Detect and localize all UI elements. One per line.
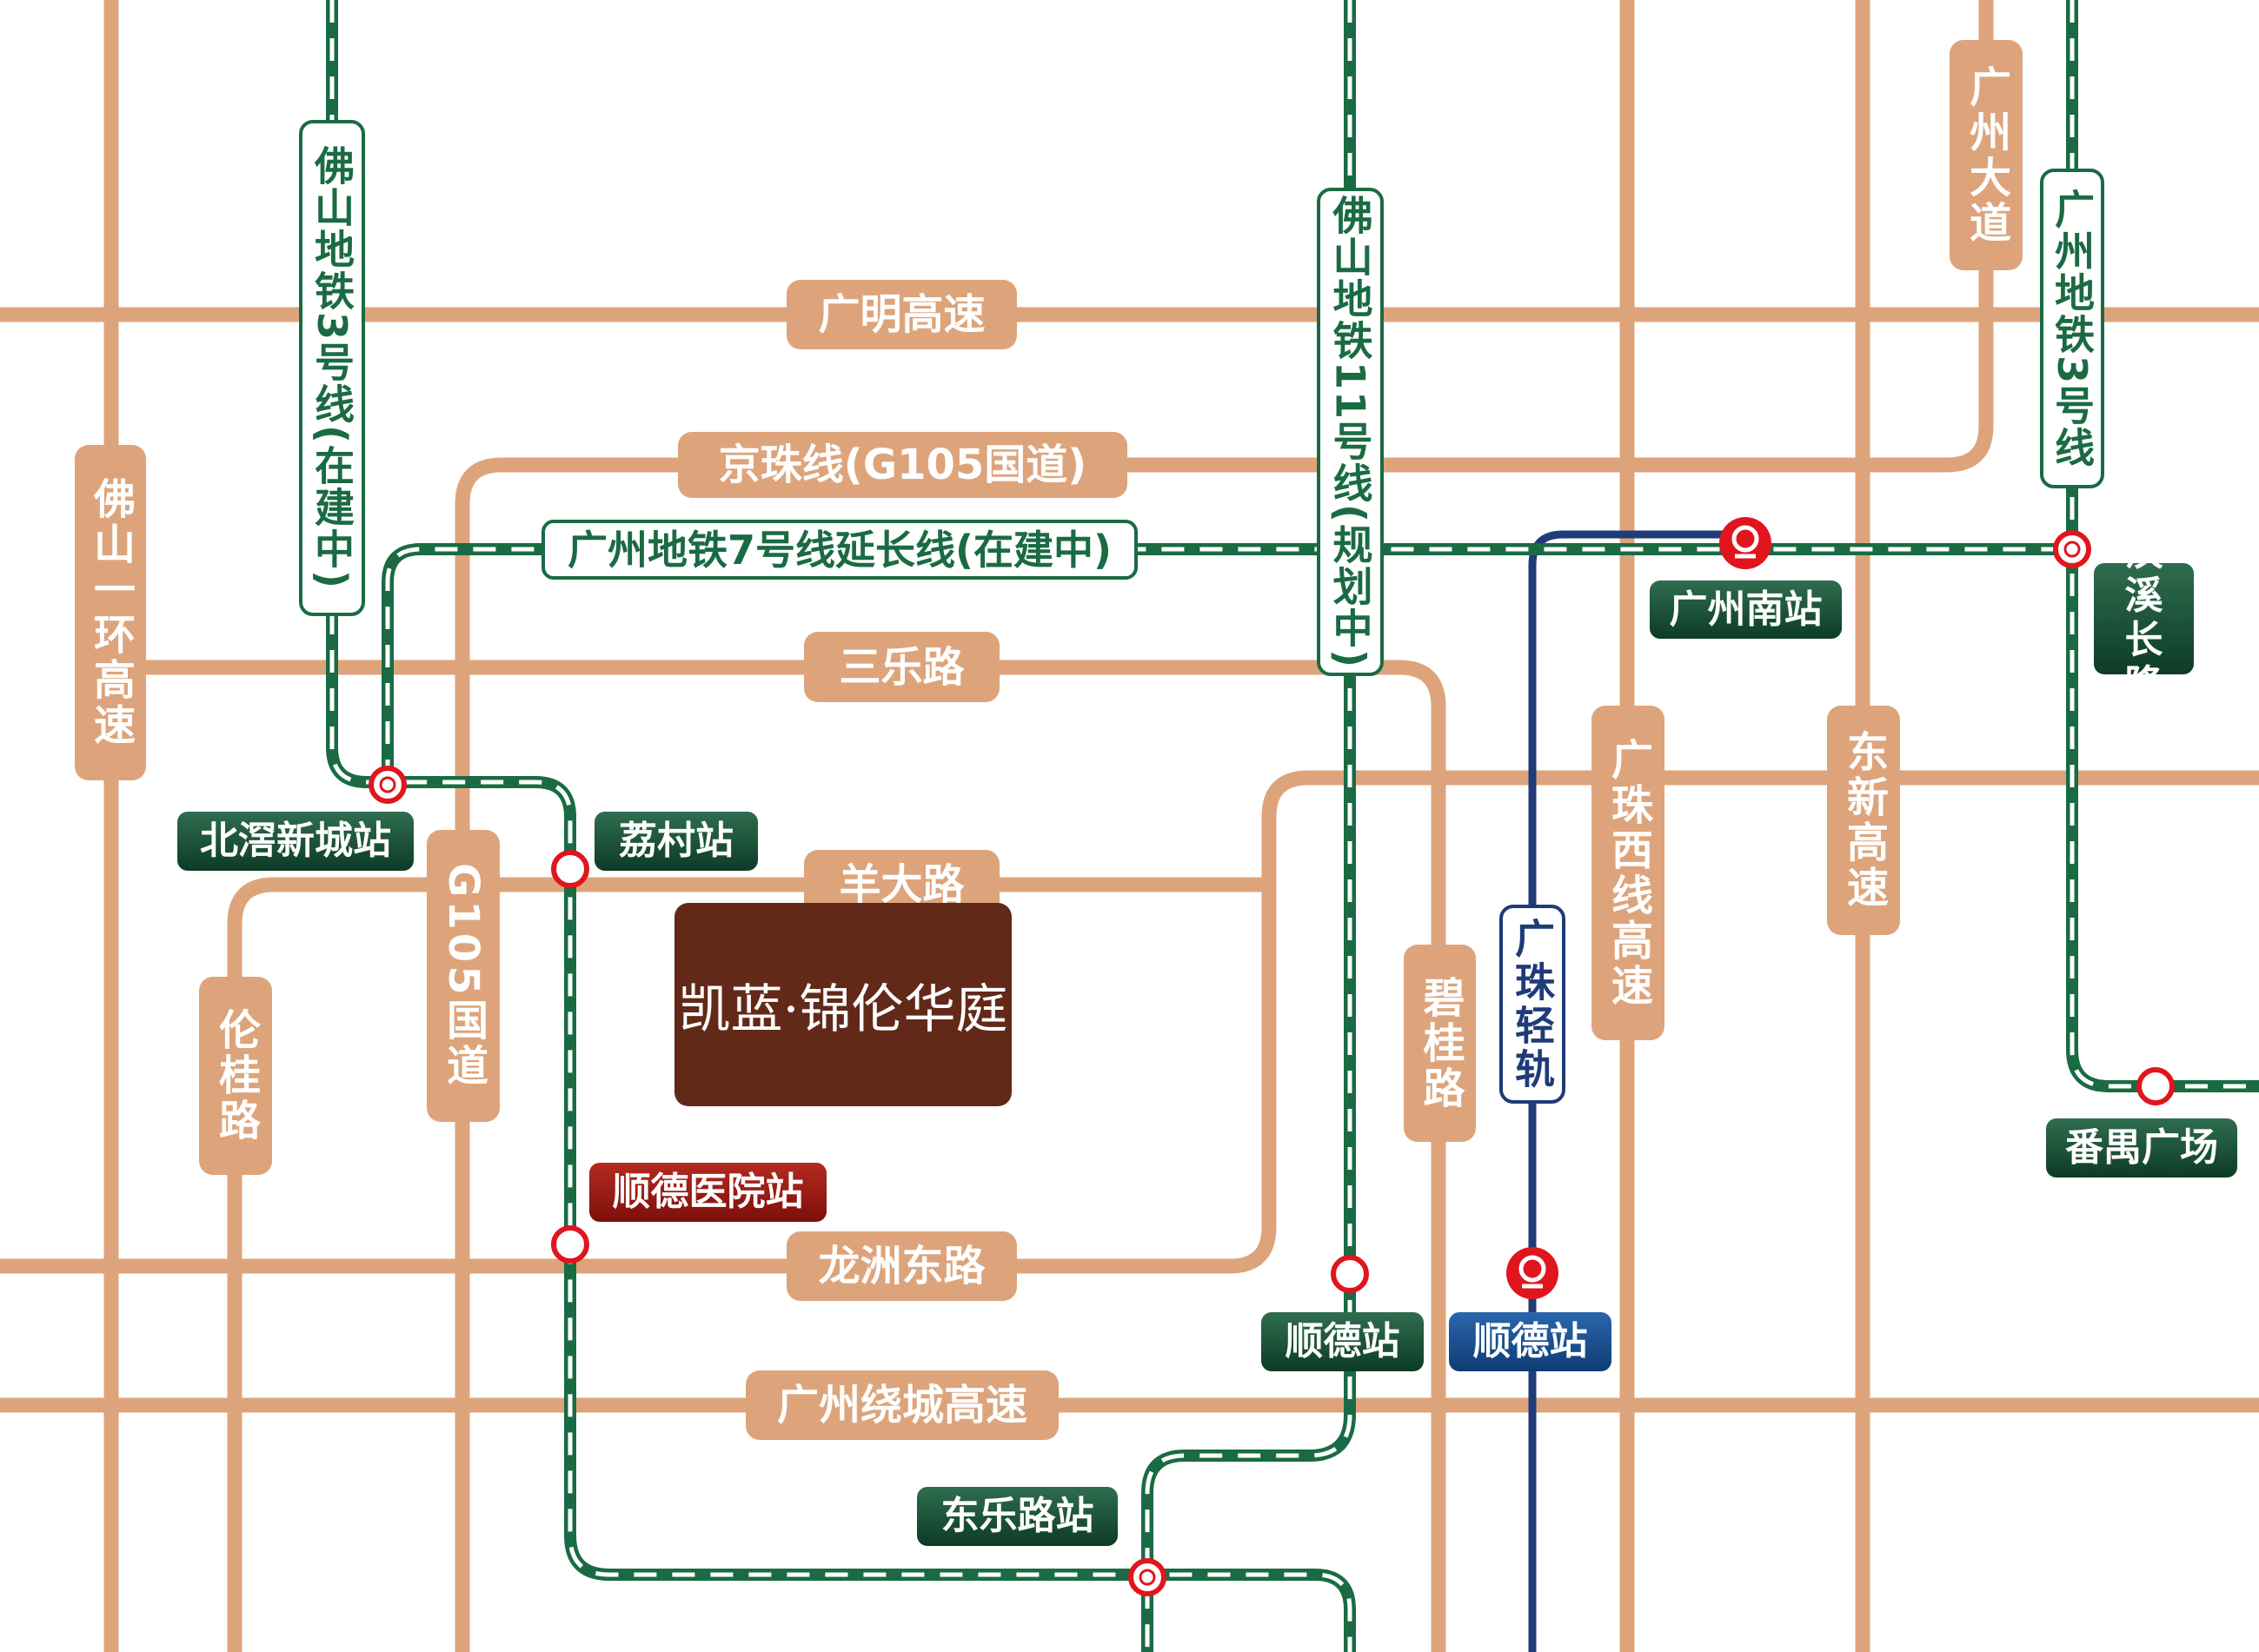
railway-station-icon — [1506, 1247, 1558, 1299]
road-label-guangzhou-ring: 广州绕城高速 — [746, 1370, 1059, 1440]
guangzhu-light-rail-line — [1528, 530, 1745, 1652]
beijiao-interchange-marker — [369, 766, 407, 804]
road-yangda — [227, 877, 1269, 1652]
road-label-sanle: 三乐路 — [804, 632, 1000, 702]
station-label-shunde-hospital: 顺德医院站 — [589, 1163, 827, 1222]
railway-station-icon — [1719, 517, 1771, 569]
road-label-bigui: 碧桂路 — [1404, 945, 1476, 1142]
station-label-panyu: 番禺广场 — [2046, 1118, 2237, 1178]
road-jingzhu-g105 — [455, 0, 1994, 1652]
station-label-guangzhou-south: 广州南站 — [1650, 581, 1842, 639]
road-label-dongxin: 东新高速 — [1827, 706, 1900, 935]
station-label-shunde-rail: 顺德站 — [1449, 1312, 1611, 1371]
project-box: 凯蓝·锦伦华庭 — [674, 903, 1012, 1106]
metro-label-guangzhou-3: 广州地铁3号线 — [2040, 169, 2104, 488]
road-label-foshan-ring: 佛山一环高速 — [75, 445, 146, 780]
road-label-longzhou: 龙洲东路 — [787, 1231, 1017, 1301]
road-sanle — [111, 660, 1446, 1652]
road-label-guangzhou-avenue: 广州大道 — [1950, 40, 2023, 270]
shunde-metro-marker — [1331, 1255, 1369, 1293]
metro-label-guangzhou-7-ext: 广州地铁7号线延长线(在建中) — [541, 520, 1138, 580]
metro-network — [326, 0, 2259, 1652]
road-label-jingzhu: 京珠线(G105国道) — [678, 432, 1127, 498]
station-label-hanxi: 汉溪长隆 — [2094, 530, 2194, 706]
metro-label-foshan-11: 佛山地铁11号线(规划中) — [1317, 188, 1384, 676]
rail-label-guangzhu: 广珠轻轨 — [1499, 905, 1565, 1104]
station-label-shunde-metro: 顺德站 — [1261, 1312, 1424, 1371]
hanxi-interchange-marker — [2053, 530, 2091, 568]
road-label-lungui: 伦桂路 — [199, 977, 272, 1175]
road-label-guangzhu-west: 广珠西线高速 — [1591, 706, 1664, 1040]
panyu-marker — [2136, 1067, 2175, 1105]
road-longzhou — [0, 770, 2259, 1274]
shunde-hospital-marker — [551, 1225, 589, 1264]
dongle-interchange-marker — [1128, 1558, 1166, 1596]
metro-label-foshan-3: 佛山地铁3号线(在建中) — [299, 120, 365, 616]
road-label-g105: G105国道 — [427, 830, 500, 1122]
station-markers — [369, 517, 2175, 1596]
licun-marker — [551, 850, 589, 888]
station-label-beijiao: 北滘新城站 — [177, 812, 414, 871]
station-label-dongle: 东乐路站 — [917, 1487, 1118, 1546]
station-label-licun: 荔村站 — [595, 812, 758, 871]
road-label-guangming: 广明高速 — [787, 280, 1017, 349]
